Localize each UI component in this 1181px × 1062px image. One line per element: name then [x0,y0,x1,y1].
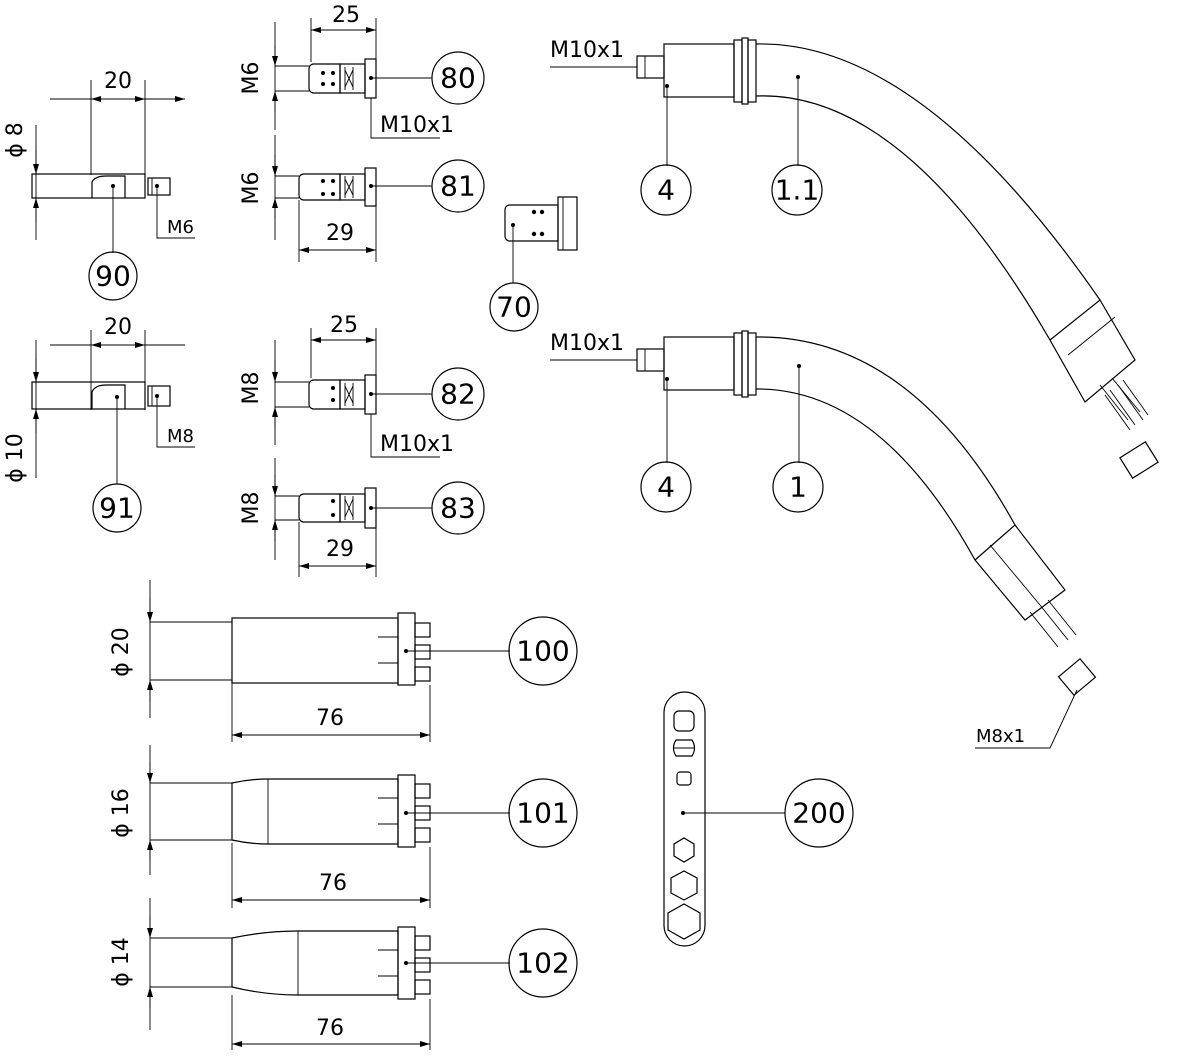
wrench-200: 200 [663,691,854,947]
dim-100-length: 76 [316,706,344,731]
leader-82-83 [370,414,440,458]
dim-82-thread: M8 [239,372,264,405]
dim-80-length: 25 [332,3,360,28]
balloon-1-1 [771,164,823,216]
part-82: 25 M8 82 [239,313,485,445]
svg-text:4: 4 [657,174,675,207]
balloon-91 [92,483,142,533]
dim-90-thread: M6 [167,217,194,238]
svg-text:82: 82 [440,378,476,411]
nozzle-101: ϕ 16 101 76 [109,745,578,908]
dim-91-length: 20 [104,315,132,340]
svg-text:100: 100 [516,635,569,668]
leader-80-81 [370,98,440,139]
balloon-82 [431,367,485,421]
dim-91-thread: M8 [167,426,194,447]
balloon-80 [431,51,485,105]
balloon-90 [88,251,138,301]
svg-text:101: 101 [516,797,569,830]
balloon-4-lower [640,461,692,513]
part-81: M6 29 81 [239,135,485,262]
part-70: 70 [489,196,578,332]
dim-81-length: 29 [326,221,354,246]
dim-91-diameter: ϕ 10 [3,433,28,483]
svg-text:83: 83 [440,492,476,525]
svg-text:200: 200 [792,797,845,830]
dim-102-diameter: ϕ 14 [109,937,134,987]
dim-102-length: 76 [316,1016,344,1041]
svg-text:80: 80 [440,62,476,95]
dim-90-diameter: ϕ 8 [3,122,28,158]
part-80: 25 M6 80 [239,3,485,130]
balloon-200 [784,778,854,848]
torch-neck-1-1: M10x1 4 1.1 [550,37,1159,479]
dim-82-length: 25 [330,313,358,338]
nozzle-102: ϕ 14 102 76 [109,898,578,1050]
svg-text:102: 102 [516,947,569,980]
balloon-100 [508,616,578,686]
dim-83-length: 29 [326,537,354,562]
balloon-83 [431,481,485,535]
part-90: 20 ϕ 8 M6 90 [3,69,195,301]
dim-101-diameter: ϕ 16 [109,788,134,838]
balloon-101 [508,778,578,848]
balloon-1 [772,461,824,513]
balloon-4-upper [640,164,692,216]
svg-text:1: 1 [789,471,807,504]
nozzle-100: ϕ 20 100 76 [109,580,578,742]
svg-text:4: 4 [657,471,675,504]
torch-neck-1: M10x1 M8x1 4 1 [550,330,1097,749]
dim-90-length: 20 [104,69,132,94]
svg-text:1.1: 1.1 [775,174,820,207]
dim-81-thread: M6 [239,172,264,205]
dim-80-81-thread: M10x1 [380,113,454,138]
balloon-81 [431,159,485,213]
dim-101-length: 76 [319,871,347,896]
balloon-102 [508,928,578,998]
torch-b-nut-thread: M8x1 [976,726,1025,747]
svg-text:91: 91 [99,492,135,525]
part-83: M8 29 83 [239,458,485,577]
part-91: 20 ϕ 10 M8 91 [3,315,195,533]
torch-b-thread: M10x1 [550,331,624,356]
dim-100-diameter: ϕ 20 [109,627,134,677]
dim-82-83-thread: M10x1 [380,432,454,457]
torch-a-thread: M10x1 [550,38,624,63]
balloon-70 [489,282,539,332]
svg-text:90: 90 [95,260,131,293]
svg-text:81: 81 [440,170,476,203]
svg-text:70: 70 [496,291,532,324]
dim-83-thread: M8 [239,492,264,525]
dim-80-thread: M6 [239,62,264,95]
